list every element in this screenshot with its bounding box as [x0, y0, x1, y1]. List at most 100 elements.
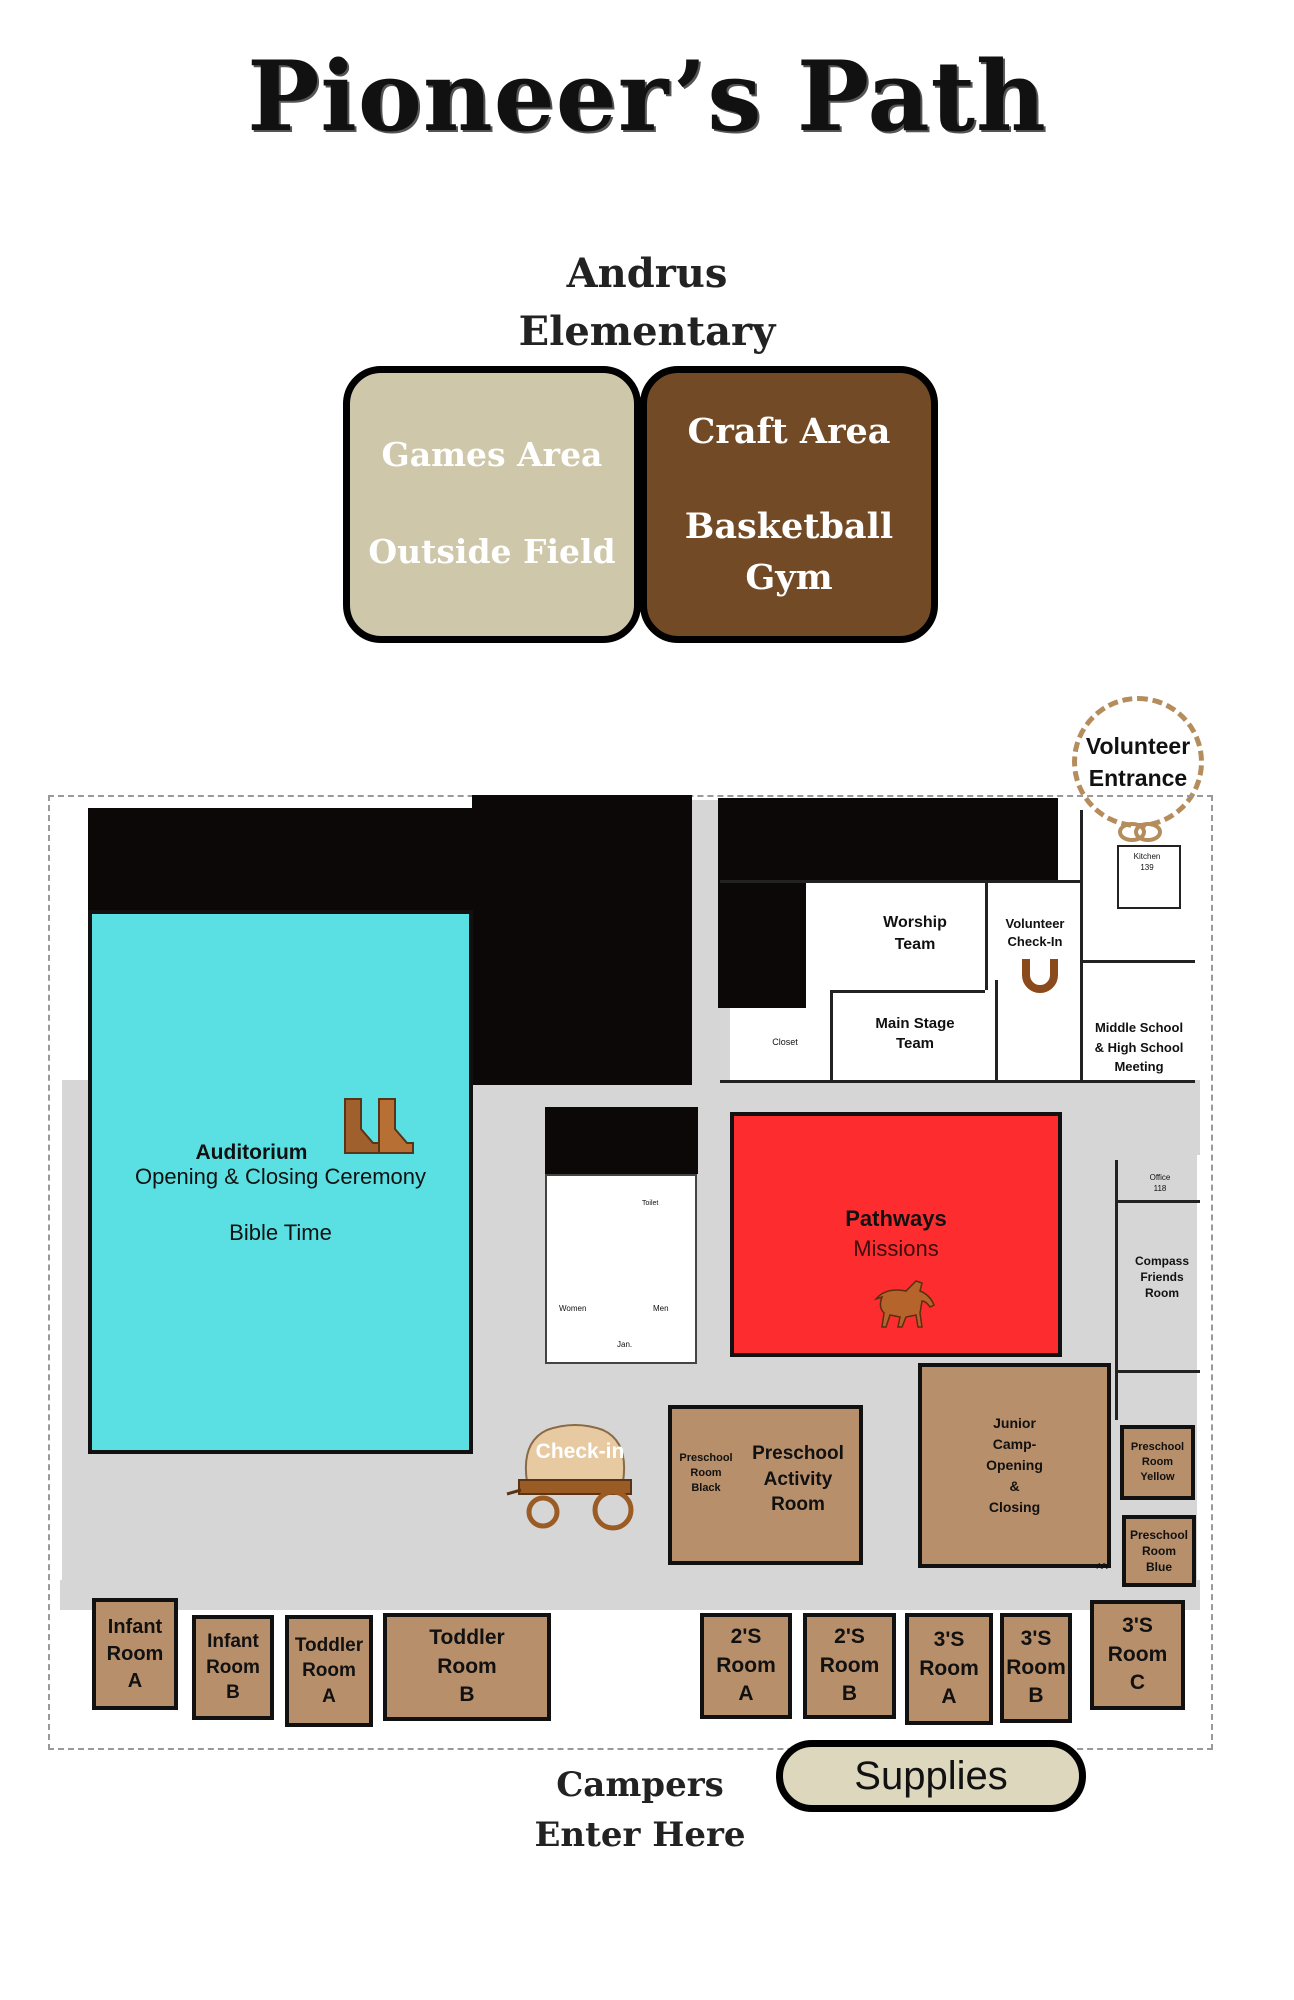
toilet-label: Toilet: [642, 1200, 659, 1207]
kitchen-line2: 139: [1140, 862, 1154, 872]
kitchen-room: [1117, 845, 1181, 909]
school-label-line2: Elementary: [518, 308, 776, 355]
rope-knot-icon: [1118, 822, 1162, 842]
office-line2: 118: [1153, 1183, 1167, 1193]
wall-segment: [1115, 1200, 1200, 1203]
twos-b-line2: Room: [819, 1653, 880, 1677]
threes-a-line3: A: [941, 1685, 957, 1709]
infant-b-line2: Room: [206, 1656, 260, 1678]
wall-segment: [1080, 810, 1083, 1080]
auditorium-title: Auditorium: [195, 1141, 308, 1164]
wall-segment: [1115, 1160, 1118, 1420]
cowboy-boots-icon: [344, 1098, 414, 1154]
junior-camp-room: Junior Camp- Opening & Closing: [918, 1363, 1111, 1568]
preschool-blue-line1: Preschool: [1129, 1527, 1189, 1542]
corridor-ne: [1060, 1080, 1200, 1150]
preschool-black-line2: Room: [690, 1466, 722, 1479]
volunteer-checkin-line1: Volunteer: [1005, 916, 1065, 931]
volunteer-entrance-badge: Volunteer Entrance: [1072, 696, 1204, 828]
volunteer-checkin-line2: Check-In: [1007, 933, 1063, 949]
worship-line1: Worship: [883, 914, 947, 931]
middle-high-school-label: Middle School & High School Meeting: [1083, 1018, 1195, 1077]
office-label: Office 118: [1140, 1173, 1180, 1195]
twos-a-line1: 2'S: [730, 1625, 762, 1649]
toddler-b-line2: Room: [437, 1654, 497, 1678]
preschool-activity-label: Preschool Activity Room: [742, 1441, 854, 1518]
toddler-a-line3: A: [322, 1685, 336, 1707]
junior-camp-line5: Closing: [988, 1499, 1041, 1515]
kitchen-line1: Kitchen: [1133, 852, 1161, 861]
toddler-b-line3: B: [459, 1683, 475, 1707]
wall-segment: [985, 880, 988, 990]
campers-line2: Enter Here: [534, 1815, 746, 1855]
outside-field-label: Outside Field: [368, 532, 616, 571]
threes-a-line2: Room: [919, 1656, 979, 1680]
twos-b-line3: B: [841, 1682, 858, 1706]
janitor-label: Jan.: [617, 1340, 633, 1349]
volunteer-checkin-label: Volunteer Check-In: [990, 915, 1080, 950]
wall-segment: [830, 990, 833, 1080]
preschool-black-line1: Preschool: [679, 1452, 733, 1464]
games-area-label: Games Area: [381, 435, 603, 474]
compass-line3: Room: [1145, 1286, 1179, 1301]
preschool-black-line3: Black: [691, 1481, 721, 1494]
infant-a-line1: Infant: [107, 1615, 163, 1638]
av-label: A/V: [1096, 1562, 1110, 1571]
wall-segment: [1115, 1370, 1200, 1373]
pathways-title: Pathways: [845, 1206, 947, 1231]
dark-block-ne-leg: [718, 798, 806, 1008]
preschool-yellow-line1: Preschool: [1130, 1441, 1185, 1454]
checkin-label: Check-in: [535, 1440, 625, 1463]
toddler-b-line1: Toddler: [429, 1626, 505, 1650]
junior-camp-line1: Junior: [993, 1415, 1036, 1431]
wall-segment: [1083, 960, 1195, 963]
men-label: Men: [653, 1304, 669, 1313]
campers-entrance-label: Campers Enter Here: [480, 1760, 800, 1860]
toddler-a-line1: Toddler: [294, 1634, 364, 1656]
preschool-blue-room: Preschool Room Blue: [1122, 1515, 1196, 1587]
basketball-label: Basketball: [684, 506, 894, 547]
twos-b-line1: 2'S: [834, 1625, 865, 1649]
main-stage-line2: Team: [895, 1035, 935, 1053]
compass-line1: Compass: [1134, 1254, 1190, 1268]
supplies-badge: Supplies: [776, 1740, 1086, 1812]
gym-label: Gym: [745, 557, 833, 598]
infant-a-line2: Room: [106, 1642, 164, 1665]
wall-segment: [995, 980, 998, 1080]
preschool-activity-line1: Preschool: [752, 1443, 844, 1464]
threes-c-line3: C: [1129, 1671, 1146, 1695]
preschool-activity-line3: Room: [771, 1494, 825, 1516]
threes-b-line1: 3'S: [1020, 1627, 1052, 1651]
supplies-label: Supplies: [854, 1754, 1008, 1798]
threes-c-line2: Room: [1107, 1642, 1168, 1666]
middle-school-line3: Meeting: [1114, 1059, 1164, 1074]
wall-segment: [720, 1080, 1195, 1083]
junior-camp-line3: Opening: [986, 1457, 1043, 1473]
women-label: Women: [559, 1304, 587, 1313]
school-label: Andrus Elementary: [447, 245, 847, 361]
craft-area-card: Craft Area Basketball Gym: [640, 366, 938, 643]
threes-c-line1: 3'S: [1122, 1614, 1153, 1638]
main-stage-team-label: Main Stage Team: [860, 1014, 970, 1055]
junior-camp-line4: &: [1009, 1478, 1020, 1494]
toddler-a-line2: Room: [302, 1660, 356, 1682]
auditorium-line1: Opening & Closing Ceremony: [134, 1164, 427, 1189]
campers-line1: Campers: [556, 1765, 724, 1805]
preschool-yellow-line2: Room: [1141, 1456, 1174, 1469]
horse-icon: [873, 1280, 935, 1328]
dark-block-stage: [472, 795, 692, 1085]
volunteer-entrance-line2: Entrance: [1088, 765, 1188, 791]
office-line1: Office: [1149, 1173, 1171, 1182]
preschool-blue-line3: Blue: [1145, 1560, 1172, 1575]
infant-a-line3: A: [127, 1669, 143, 1692]
infant-b-line3: B: [226, 1682, 240, 1704]
preschool-yellow-room: Preschool Room Yellow: [1120, 1425, 1195, 1500]
school-label-line1: Andrus: [566, 250, 728, 297]
restrooms: Toilet Women Men Jan.: [545, 1174, 697, 1364]
preschool-yellow-line3: Yellow: [1140, 1470, 1175, 1483]
worship-line2: Team: [894, 935, 936, 953]
junior-camp-line2: Camp-: [992, 1436, 1037, 1452]
